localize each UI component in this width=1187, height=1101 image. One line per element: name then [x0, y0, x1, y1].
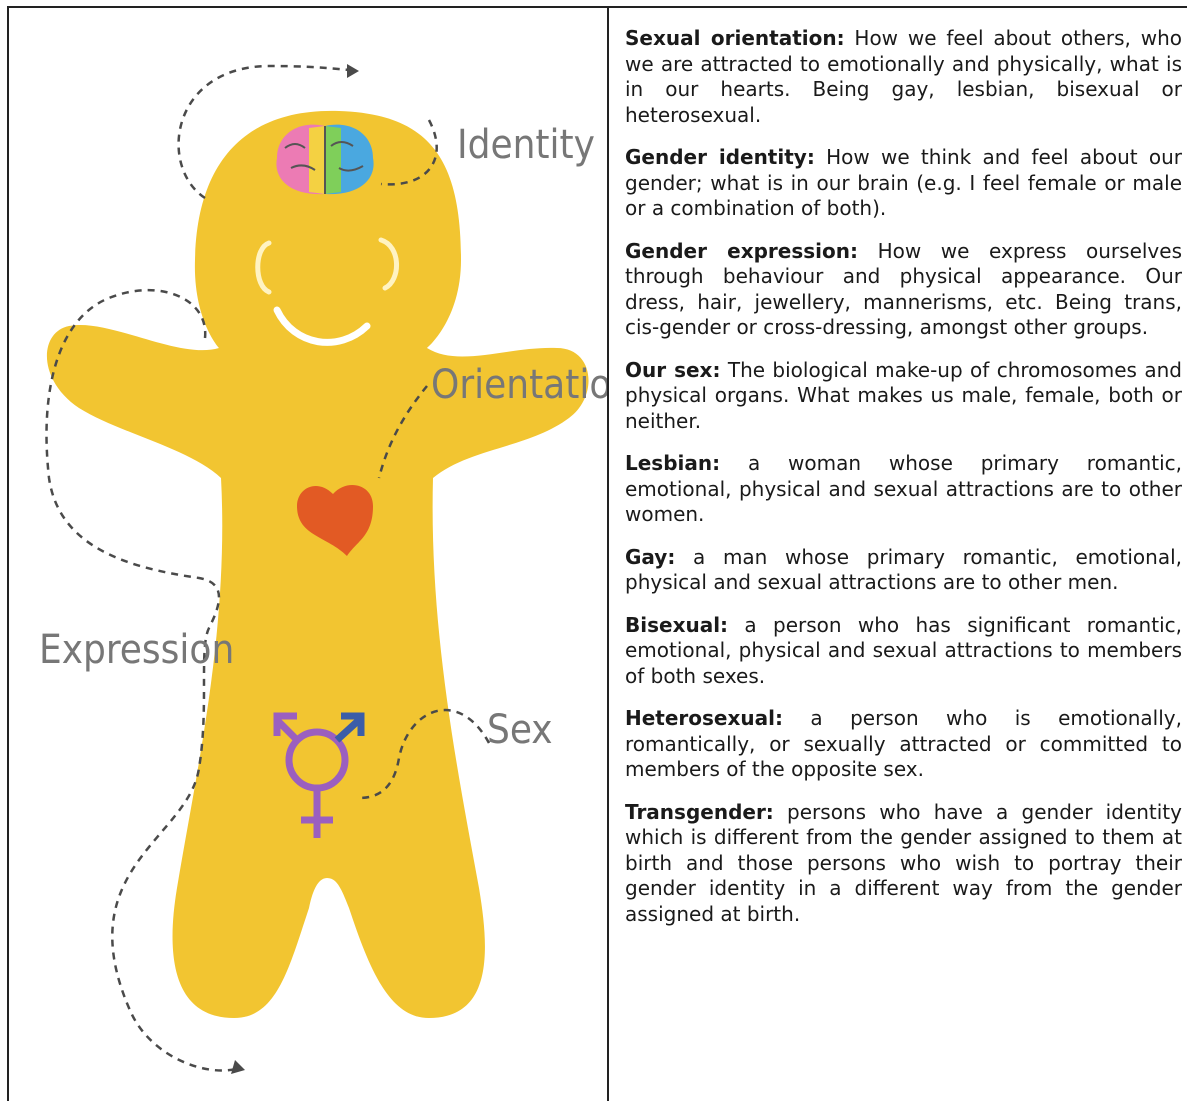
figure-body	[47, 111, 589, 1018]
bottom-arrowhead	[231, 1060, 245, 1074]
definition-term: Bisexual:	[625, 613, 728, 637]
definition-term: Gender identity:	[625, 145, 815, 169]
definition-sexual-orientation: Sexual orientation: How we feel about ot…	[625, 26, 1182, 128]
sex-label: Sex	[487, 707, 553, 753]
definition-lesbian: Lesbian: a woman whose primary romantic,…	[625, 451, 1182, 528]
expression-label: Expression	[39, 627, 234, 673]
definition-term: Heterosexual:	[625, 706, 783, 730]
definition-text: a man whose primary romantic, emotional,…	[625, 545, 1182, 595]
column-divider	[607, 6, 609, 1101]
definition-bisexual: Bisexual: a person who has significant r…	[625, 613, 1182, 690]
definition-term: Transgender:	[625, 800, 774, 824]
brain-icon	[276, 125, 373, 195]
identity-label: Identity	[457, 122, 595, 168]
genderbread-illustration: Identity Orientation Expression Sex	[9, 8, 607, 1101]
definition-heterosexual: Heterosexual: a person who is emotionall…	[625, 706, 1182, 783]
definition-our-sex: Our sex: The biological make-up of chrom…	[625, 358, 1182, 435]
definition-gender-expression: Gender expression: How we express oursel…	[625, 239, 1182, 341]
definition-gender-identity: Gender identity: How we think and feel a…	[625, 145, 1182, 222]
definition-term: Lesbian:	[625, 451, 720, 475]
definition-term: Gay:	[625, 545, 675, 569]
definitions-column: Sexual orientation: How we feel about ot…	[625, 26, 1182, 944]
definition-term: Sexual orientation:	[625, 26, 845, 50]
definition-term: Our sex:	[625, 358, 720, 382]
definition-transgender: Transgender: persons who have a gender i…	[625, 800, 1182, 928]
orientation-label: Orientation	[431, 362, 607, 408]
definition-term: Gender expression:	[625, 239, 858, 263]
definition-gay: Gay: a man whose primary romantic, emoti…	[625, 545, 1182, 596]
top-arrowhead	[347, 64, 359, 78]
